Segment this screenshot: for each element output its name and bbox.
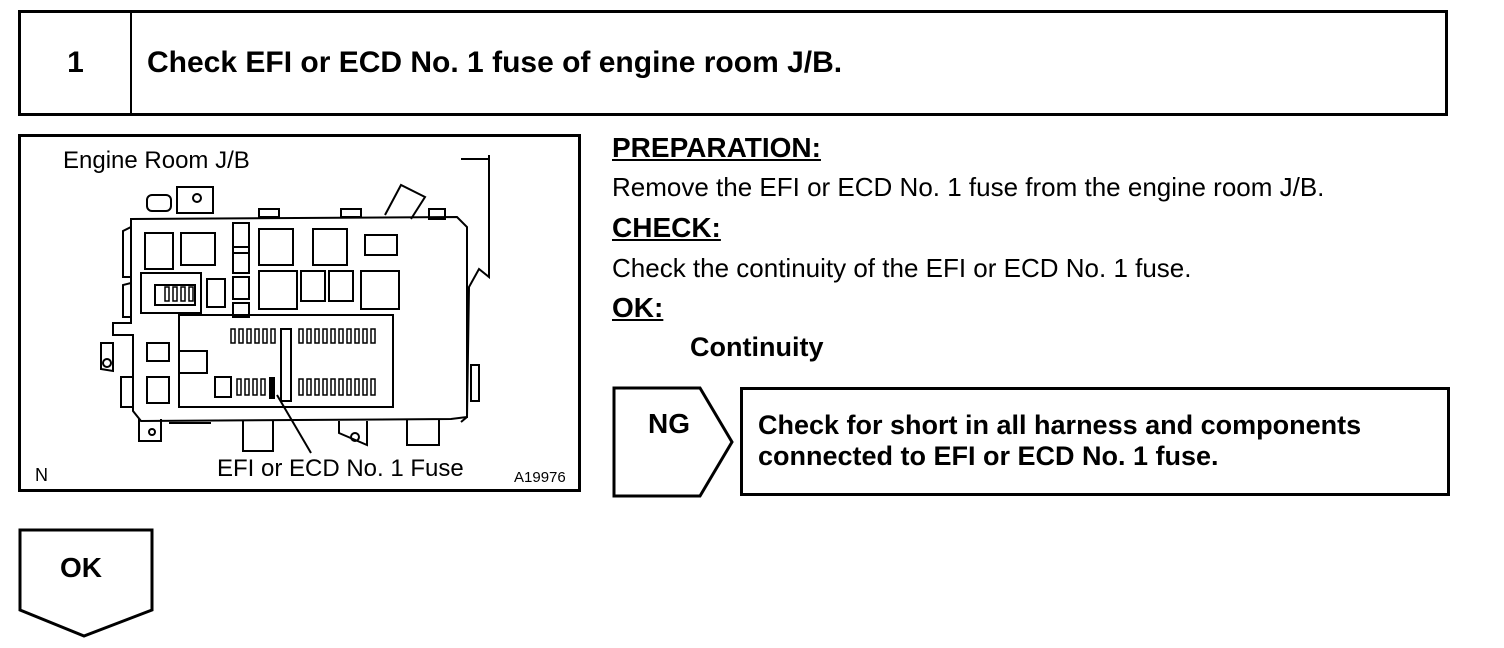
fuse-callout-label: EFI or ECD No. 1 Fuse (217, 455, 464, 482)
step-header: 1 Check EFI or ECD No. 1 fuse of engine … (18, 10, 1448, 116)
step-number: 1 (21, 13, 132, 113)
check-text: Check the continuity of the EFI or ECD N… (612, 253, 1192, 283)
north-marker: N (35, 465, 48, 485)
check-heading: CHECK: (612, 212, 721, 243)
ng-arrow-tag (612, 386, 734, 498)
step-title: Check EFI or ECD No. 1 fuse of engine ro… (147, 46, 843, 79)
figure-code: A19976 (514, 469, 566, 486)
target-fuse-marker (269, 377, 275, 399)
junction-block-illustration: Engine Room J/B EFI or ECD No. 1 Fuse N … (18, 134, 581, 492)
preparation-heading: PREPARATION: (612, 132, 821, 163)
junction-block-drawing (100, 155, 490, 454)
figure-title: Engine Room J/B (63, 147, 250, 174)
ok-label: OK (60, 552, 102, 583)
ng-label: NG (648, 408, 690, 439)
ng-action-line-2: connected to EFI or ECD No. 1 fuse. (758, 441, 1219, 471)
ng-action-line-1: Check for short in all harness and compo… (758, 410, 1362, 440)
ok-arrow-tag (18, 528, 154, 638)
preparation-text: Remove the EFI or ECD No. 1 fuse from th… (612, 172, 1325, 202)
ng-action-box: Check for short in all harness and compo… (740, 387, 1450, 496)
ok-heading: OK: (612, 292, 664, 323)
ok-value: Continuity (690, 332, 824, 362)
callout-leader-line (276, 394, 312, 454)
